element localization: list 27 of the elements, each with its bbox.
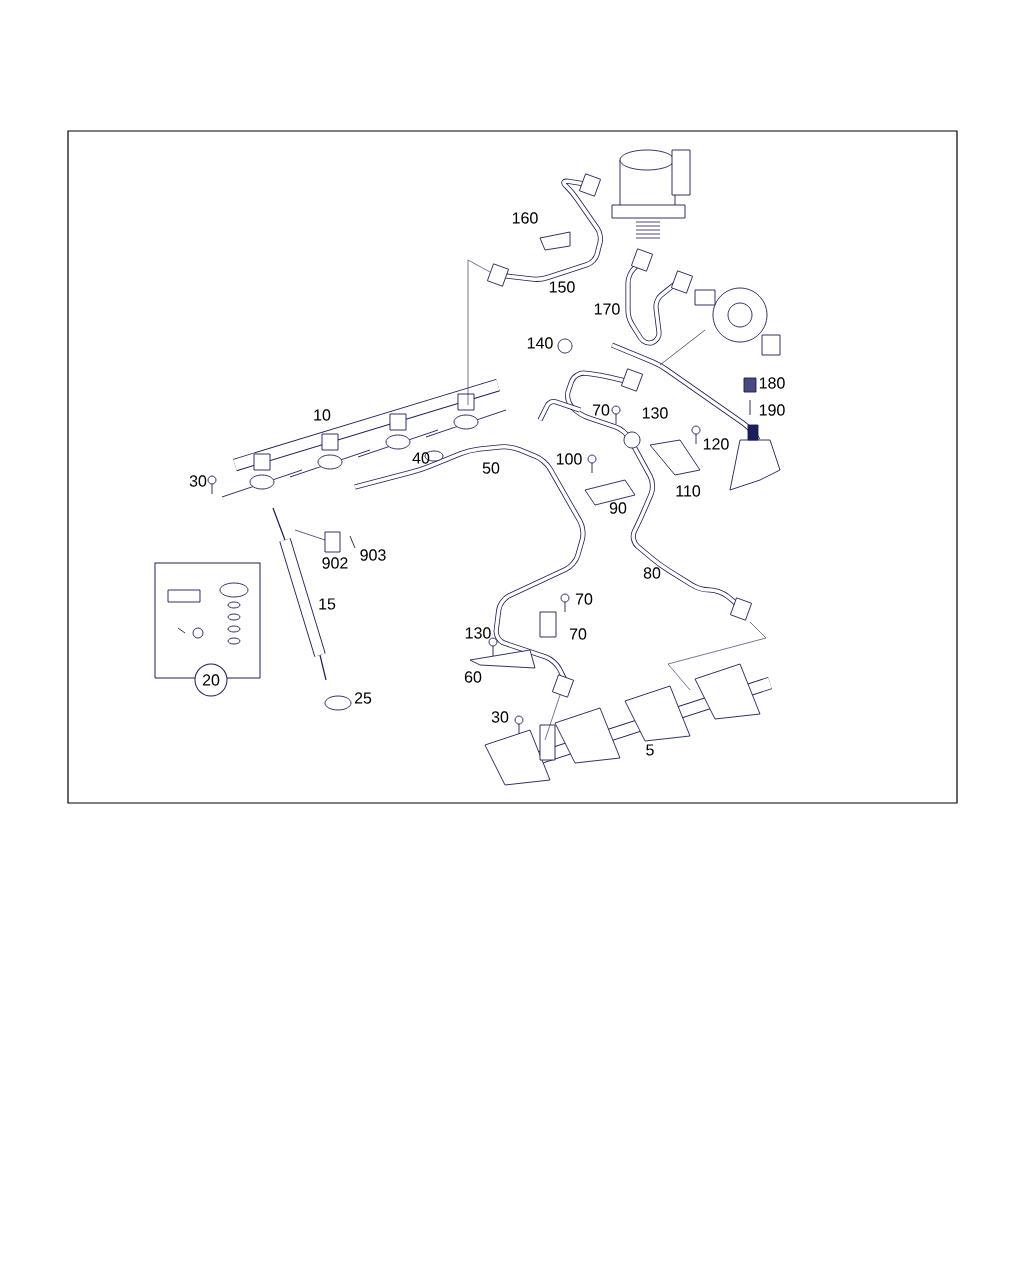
callout-number: 70	[569, 628, 587, 640]
callout-number: 30	[189, 475, 207, 487]
callout-number: 130	[465, 627, 491, 639]
callout-number: 15	[319, 598, 336, 610]
callout-number: 903	[360, 549, 386, 561]
callout-number: 30	[491, 711, 509, 723]
callout-number: 5	[646, 744, 654, 756]
callout-number: 40	[412, 452, 430, 464]
callout-number: 100	[556, 453, 582, 465]
callout-number: 25	[354, 692, 372, 704]
callout-number: 140	[527, 337, 553, 349]
callout-number: 10	[314, 409, 331, 421]
callout-number: 70	[575, 593, 593, 605]
callout-number: 150	[549, 281, 575, 293]
callout-number: 180	[759, 377, 785, 389]
callout-number: 50	[482, 462, 500, 474]
callout-number: 80	[643, 567, 661, 579]
callout-number: 170	[594, 303, 620, 315]
callout-number: 60	[464, 671, 482, 683]
callout-number: 130	[642, 407, 668, 419]
callout-number: 120	[703, 438, 729, 450]
callout-number: 902	[322, 557, 348, 569]
callout-number: 90	[609, 502, 627, 514]
callout-number: 160	[512, 212, 538, 224]
callout-number: 110	[676, 485, 701, 497]
callout-number: 70	[592, 404, 610, 416]
callout-number: 190	[759, 404, 785, 416]
